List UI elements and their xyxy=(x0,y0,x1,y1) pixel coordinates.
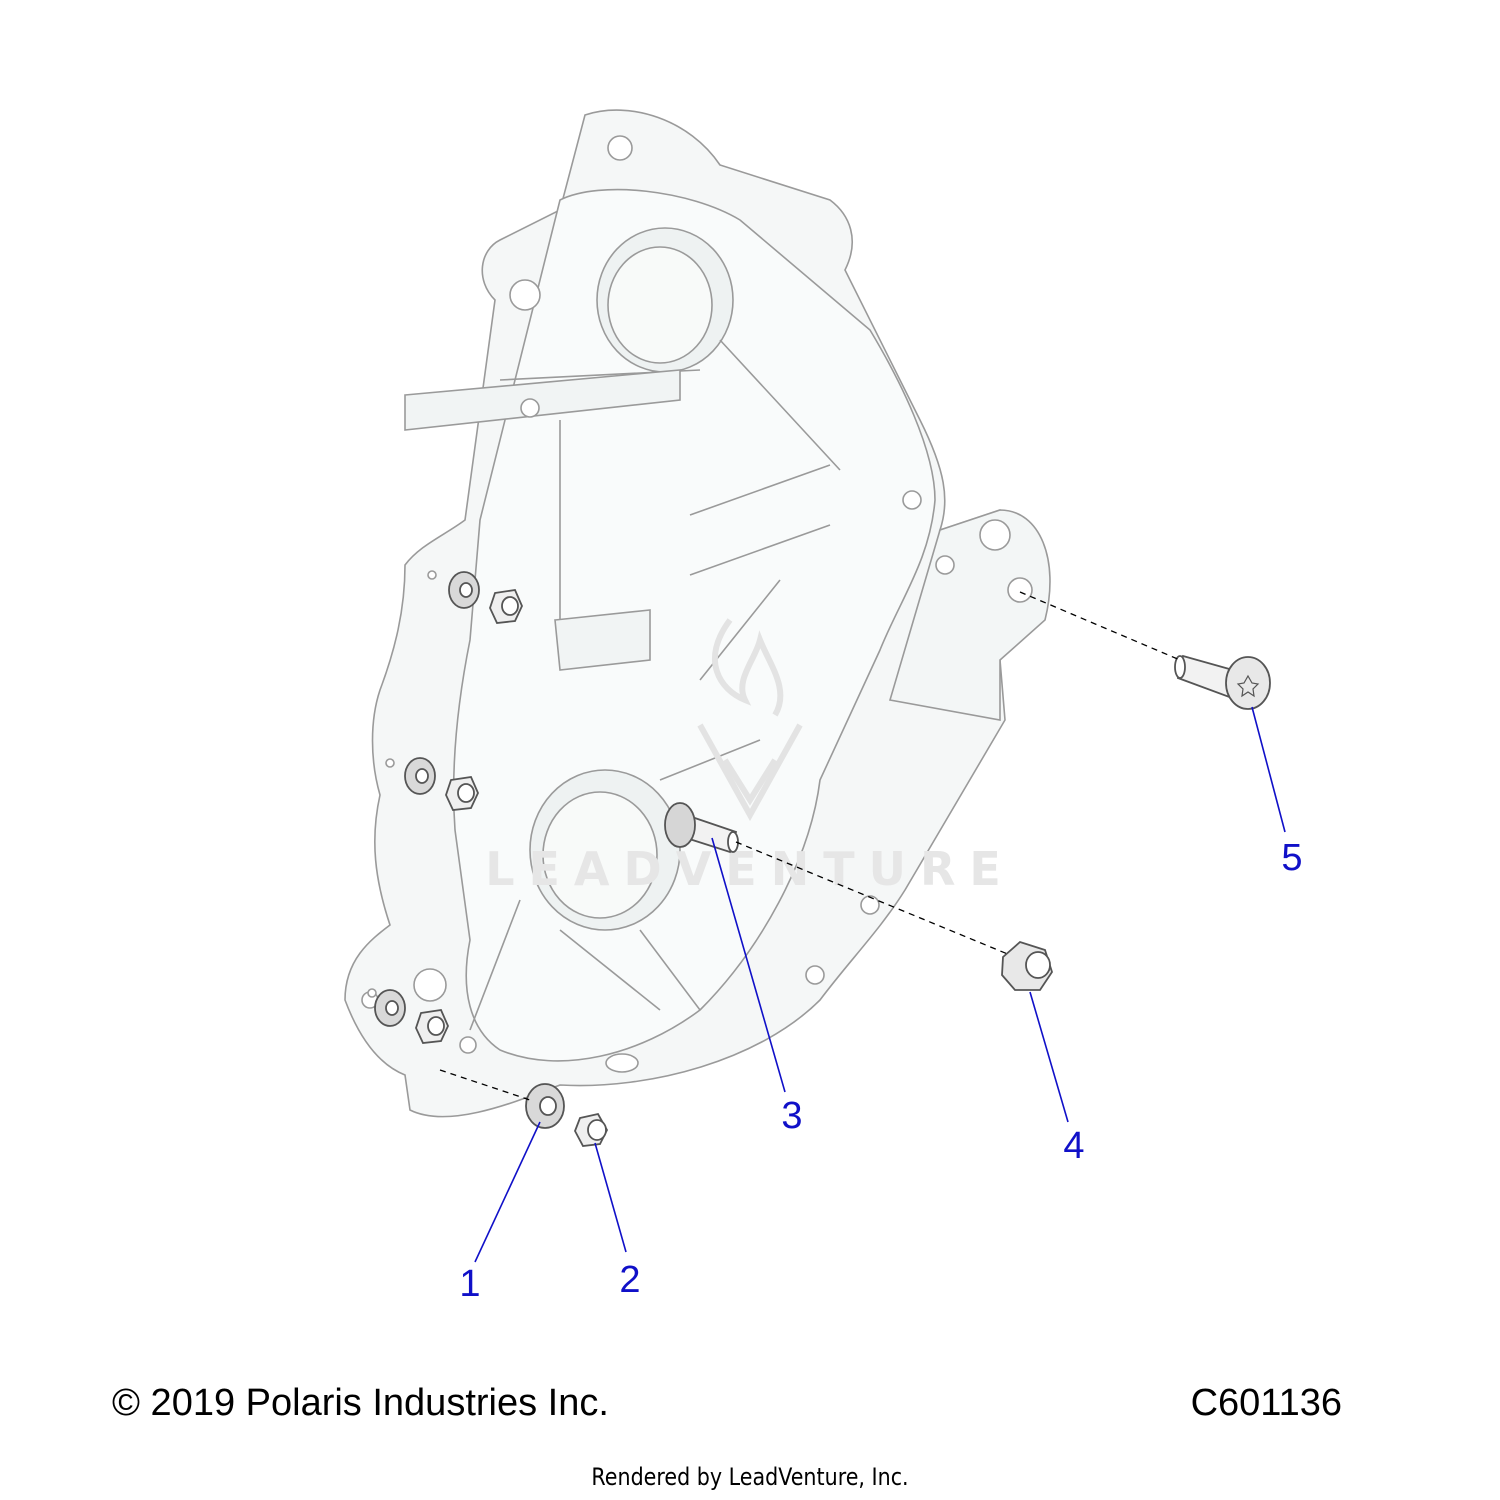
washer-nut-set-2 xyxy=(404,757,479,811)
torx-bolt xyxy=(1174,654,1271,710)
stud xyxy=(664,802,739,854)
callout-leaders xyxy=(474,706,1286,1263)
flange-hardware xyxy=(374,571,523,1044)
callout-2: 2 xyxy=(619,1259,640,1301)
washer-nut-set-1 xyxy=(448,571,523,624)
rendered-by-text: Rendered by LeadVenture, Inc. xyxy=(591,1463,909,1491)
explosion-lines xyxy=(439,591,1181,1101)
washer-nut-set-3 xyxy=(374,989,449,1044)
copyright-text: © 2019 Polaris Industries Inc. xyxy=(112,1382,609,1424)
housing-cover xyxy=(344,109,1051,1118)
flange-nut xyxy=(1001,940,1053,991)
callout-numbers: 1 2 3 4 5 xyxy=(459,837,1302,1305)
leader-1 xyxy=(474,1121,541,1263)
callout-1: 1 xyxy=(459,1263,480,1305)
leader-5 xyxy=(1251,706,1286,833)
exploded-nut xyxy=(574,1112,609,1147)
watermark-text: LEADVENTURE xyxy=(485,842,1015,896)
callout-4: 4 xyxy=(1063,1125,1084,1167)
watermark-logo-icon xyxy=(697,618,803,822)
callout-3: 3 xyxy=(781,1095,802,1137)
leader-3 xyxy=(711,837,786,1093)
leader-2 xyxy=(594,1142,627,1253)
diagram-code: C601136 xyxy=(1190,1382,1342,1424)
callout-5: 5 xyxy=(1281,837,1302,879)
exploded-washer xyxy=(525,1083,565,1129)
leader-4 xyxy=(1029,991,1069,1123)
